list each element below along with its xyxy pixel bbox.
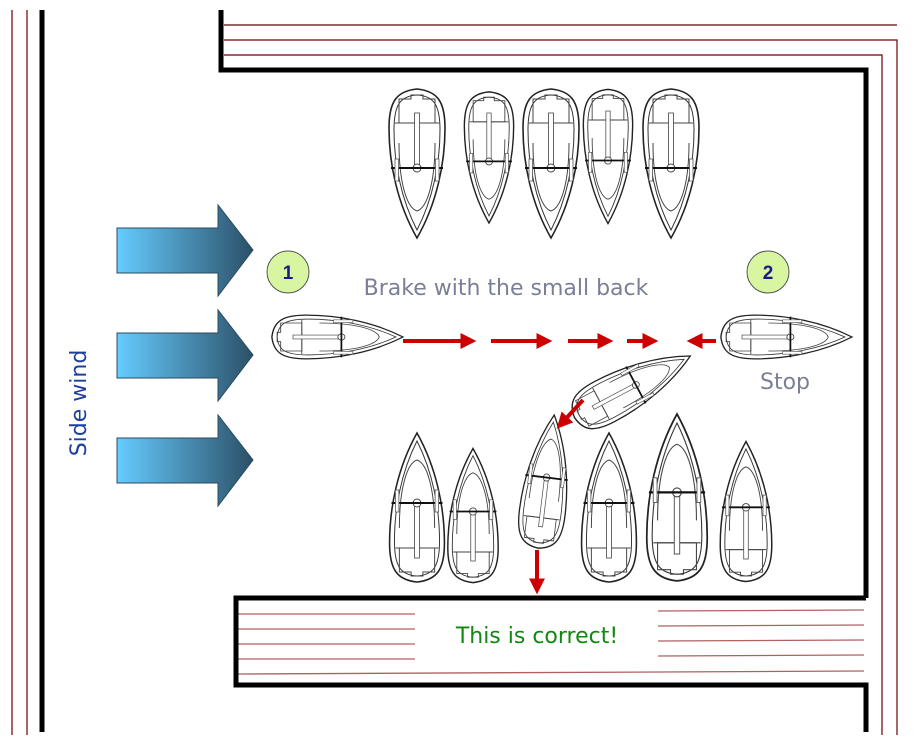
step-number: 1 [283,263,294,284]
top-wall [218,10,869,598]
stop-instruction: Stop [760,370,810,395]
boat-icon [582,88,634,225]
pier-line [657,654,865,657]
correct-message: This is correct! [455,624,618,649]
boat-icon [645,412,709,583]
turn-arrow-icon [556,398,585,429]
step-marker-2: 2 [746,250,790,294]
pier-lines [237,609,865,675]
quay-edge-line [224,54,883,735]
boat-icon [522,88,580,239]
left-quay [11,10,45,735]
boat-icon [388,88,446,239]
step-number: 2 [763,263,774,284]
step-circle [266,250,310,294]
motion-arrows [403,333,716,595]
pier-line [237,670,865,675]
boat-icon [642,88,700,239]
pier-line [657,639,865,642]
boat-icon [463,90,515,224]
boat-icon [388,432,446,583]
boat-icon [446,447,500,584]
pier-wall [233,595,869,732]
boat-position-1 [271,314,404,360]
top-row-boats [388,88,700,239]
wind-arrows [116,203,254,508]
side-wind-label: Side wind [67,350,92,457]
step-marker-1: 1 [266,250,310,294]
boat-position-2 [720,314,853,360]
step-circle [746,250,790,294]
wind-arrow-icon [116,203,254,298]
pier-line [657,609,865,612]
quay-edge-line [224,39,898,735]
boat-icon [719,440,773,583]
pier-line [657,624,865,627]
boat-docking [514,411,578,552]
wind-arrow-icon [116,413,254,508]
bottom-pier [233,595,869,732]
brake-instruction: Brake with the small back [364,276,649,301]
top-quay [218,10,898,735]
boat-icon [580,432,638,583]
bottom-row-boats [388,412,773,584]
wind-arrow-icon [116,308,254,403]
